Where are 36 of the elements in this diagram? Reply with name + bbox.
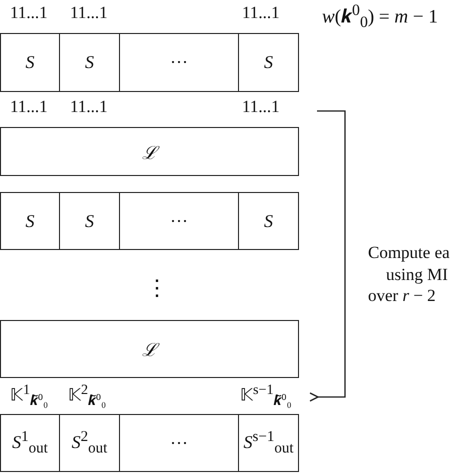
- vertical-ellipsis: ⋮: [146, 276, 168, 300]
- bit-pattern-label: 11...1: [10, 98, 48, 117]
- sbox-cell: [119, 192, 239, 250]
- cell-label: S: [85, 52, 94, 73]
- bit-pattern-label: 11...1: [242, 98, 280, 117]
- weight-equation: w(𝒌$^{0}$$_{0}$) = m − 1: [322, 2, 438, 32]
- sbox-cell: [59, 33, 120, 92]
- layer-box: [0, 320, 299, 378]
- sbox-cell: [119, 414, 239, 472]
- sbox-cell: [238, 33, 299, 92]
- annotation-text: using MI: [386, 266, 448, 285]
- bit-pattern-label: 11...1: [242, 4, 280, 23]
- cell-label: S: [264, 210, 273, 232]
- cell-label: S: [26, 210, 34, 232]
- sbox-cell: [59, 192, 120, 250]
- ellipsis-text: ···: [170, 432, 188, 454]
- bit-pattern-label: 11...1: [70, 98, 108, 117]
- sbox-cell: [0, 414, 60, 472]
- cell-label: S: [264, 52, 273, 73]
- ellipsis-text: ···: [170, 52, 188, 73]
- annotation-text: over r − 2: [368, 287, 436, 306]
- annotation-text: Compute ea: [368, 244, 450, 263]
- sbox-cell: [59, 414, 120, 472]
- sbox-cell: [238, 414, 299, 472]
- cell-label: ℒ: [142, 140, 157, 164]
- cell-label: ℒ: [142, 337, 157, 361]
- bit-pattern-label: 11...1: [10, 4, 48, 23]
- layer-box: [0, 127, 299, 176]
- sbox-cell: [0, 192, 60, 250]
- sbox-cell: [0, 33, 60, 92]
- sbox-cell: [238, 192, 299, 250]
- cell-label: S: [26, 52, 34, 73]
- ellipsis-text: ···: [170, 210, 188, 232]
- cell-label: S: [85, 210, 94, 232]
- sbox-cell: [119, 33, 239, 92]
- bit-pattern-label: 11...1: [70, 4, 108, 23]
